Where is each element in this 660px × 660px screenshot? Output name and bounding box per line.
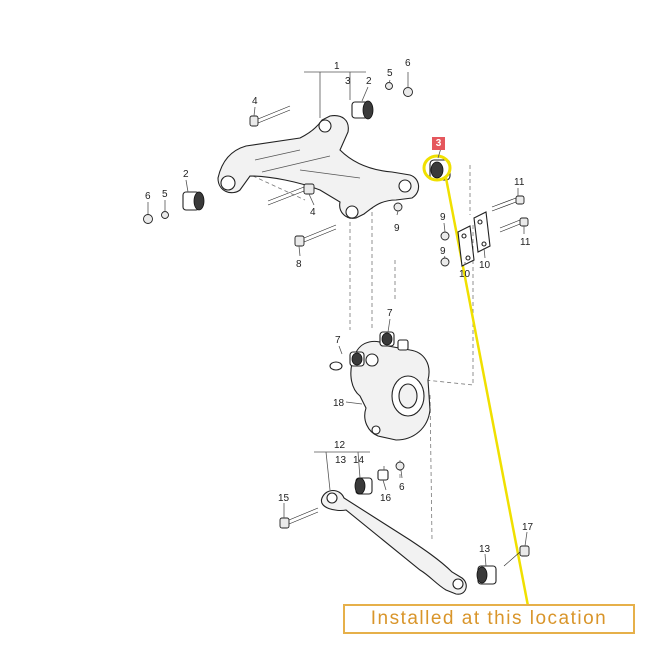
part-label: 9 <box>440 246 446 257</box>
bolt-4-lower <box>267 183 315 206</box>
upper-control-arm <box>217 115 420 219</box>
part-label: 1 <box>334 61 340 72</box>
leader <box>361 72 409 102</box>
washer <box>329 361 343 371</box>
bushing-7-upper <box>379 331 395 347</box>
nut-6-left <box>143 214 153 224</box>
spacer <box>397 339 409 351</box>
part-label: 5 <box>162 189 168 200</box>
bushing-3-highlighted <box>422 154 452 182</box>
leader <box>253 106 315 257</box>
part-label: 9 <box>440 212 446 223</box>
part-label: 4 <box>252 96 258 107</box>
wheel-carrier <box>350 334 431 441</box>
part-label: 2 <box>183 169 189 180</box>
part-label: 16 <box>380 493 392 504</box>
dash-line <box>429 394 433 541</box>
part-label: 13 <box>335 455 347 466</box>
part-label: 4 <box>310 207 316 218</box>
highlight-ring <box>422 154 452 182</box>
bushing-7-left <box>349 351 365 367</box>
nut-6-lower <box>395 461 405 471</box>
leader <box>396 147 446 259</box>
nut-6-upper <box>403 87 413 97</box>
part-label: 7 <box>335 335 341 346</box>
part-label: 10 <box>459 269 471 280</box>
part-label: 10 <box>479 260 491 271</box>
highlight-ref-badge: 3 <box>432 137 445 150</box>
part-label: 13 <box>479 544 491 555</box>
bolt-8 <box>294 224 337 247</box>
leader <box>382 466 403 491</box>
part-label: 17 <box>522 522 534 533</box>
part-label: 6 <box>399 482 405 493</box>
part-label: 14 <box>353 455 365 466</box>
part-label: 11 <box>514 177 525 188</box>
nut-9-b <box>440 231 450 241</box>
leader <box>283 503 528 567</box>
bushing-14 <box>354 477 373 495</box>
bolt-4-upper <box>249 105 291 127</box>
nut-9-c <box>440 257 450 267</box>
bracket-12 <box>314 451 370 491</box>
part-label: 2 <box>366 76 372 87</box>
part-label: 6 <box>145 191 151 202</box>
plate-10 <box>457 211 491 267</box>
part-label: 7 <box>387 308 393 319</box>
nut-9-a <box>393 202 403 212</box>
part-label: 18 <box>333 398 345 409</box>
bushing-13-lower <box>476 565 497 585</box>
part-label: 5 <box>387 68 393 79</box>
bolt-15 <box>279 507 319 529</box>
bolt-11-upper <box>491 195 525 212</box>
part-label: 8 <box>296 259 302 270</box>
bolt-17 <box>503 545 530 567</box>
part-label: 11 <box>520 237 531 248</box>
leader <box>464 188 525 265</box>
part-label: 12 <box>334 440 346 451</box>
leader <box>147 179 189 214</box>
part-label: 6 <box>405 58 411 69</box>
callout-label: Installed at this location <box>343 604 635 634</box>
washer-5-upper <box>385 82 393 90</box>
washer-5-left <box>161 211 169 219</box>
washer-16 <box>377 469 389 481</box>
bushing-2-left <box>182 191 205 211</box>
part-label: 15 <box>278 493 290 504</box>
lower-link <box>320 489 467 595</box>
bracket-1 <box>304 71 366 118</box>
part-label: 9 <box>394 223 400 234</box>
bushing-2-upper <box>351 100 374 120</box>
bolt-11-lower <box>499 217 529 233</box>
part-label: 3 <box>345 76 351 87</box>
dash-line <box>424 225 474 386</box>
leader <box>338 318 391 405</box>
